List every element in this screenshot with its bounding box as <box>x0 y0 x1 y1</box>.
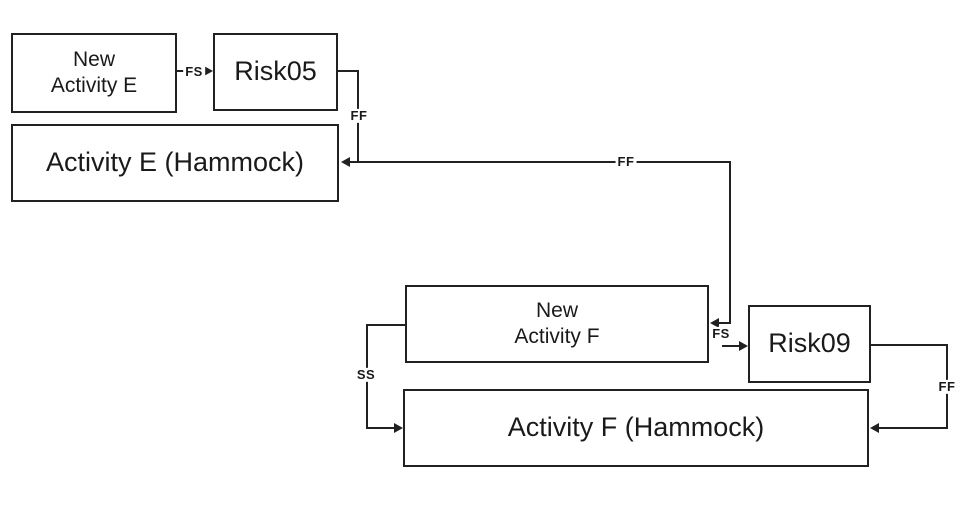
node-new-activity-e-label-line1: New <box>72 47 115 71</box>
link-fs-newE-risk05-arrowhead-icon <box>204 66 213 76</box>
link-ff-risk09-hammockF-top-hline <box>871 344 948 346</box>
link-ff-risk05-hammockE-hline <box>338 70 359 72</box>
node-risk05: Risk05 <box>213 33 338 111</box>
node-activity-e-hammock: Activity E (Hammock) <box>11 124 339 202</box>
link-ff-long-hline <box>350 161 731 163</box>
node-activity-f-hammock: Activity F (Hammock) <box>403 389 869 467</box>
link-fs-newF-risk09-label: FS <box>710 325 732 342</box>
node-new-activity-f: New Activity F <box>405 285 709 363</box>
node-new-activity-e: New Activity E <box>11 33 177 113</box>
node-new-activity-f-label-line1: New <box>535 298 578 322</box>
link-fs-newE-risk05-label: FS <box>183 63 205 80</box>
node-activity-e-hammock-label: Activity E (Hammock) <box>45 147 305 178</box>
link-ff-long-vline <box>729 161 731 324</box>
link-ss-newF-hammockF-top-hline <box>367 324 405 326</box>
link-ff-long-label: FF <box>615 153 637 170</box>
link-ff-risk09-hammockF-arrowhead-icon <box>870 423 879 433</box>
link-ss-newF-hammockF-label: SS <box>354 366 378 383</box>
node-new-activity-e-label-line2: Activity E <box>50 74 138 97</box>
link-fs-newF-risk09-line <box>722 345 739 347</box>
link-ss-newF-hammockF-arrowhead-icon <box>394 423 403 433</box>
node-activity-f-hammock-label: Activity F (Hammock) <box>507 412 765 443</box>
link-ff-risk09-hammockF-label: FF <box>936 378 958 395</box>
link-ss-newF-hammockF-bottom-hline <box>366 427 394 429</box>
link-ff-long-newF-hline <box>719 322 731 324</box>
link-fs-newF-risk09-arrowhead-icon <box>739 341 748 351</box>
node-risk09: Risk09 <box>748 305 871 383</box>
node-risk09-label: Risk09 <box>768 328 851 359</box>
link-ff-risk05-hammockE-label: FF <box>348 107 370 124</box>
link-ff-long-newF-arrowhead-icon <box>710 318 719 328</box>
node-risk05-label: Risk05 <box>234 56 317 87</box>
link-ff-risk09-hammockF-bottom-hline <box>879 427 946 429</box>
node-new-activity-f-label-line2: Activity F <box>514 325 600 348</box>
link-ff-long-hammockE-arrowhead-icon <box>341 157 350 167</box>
